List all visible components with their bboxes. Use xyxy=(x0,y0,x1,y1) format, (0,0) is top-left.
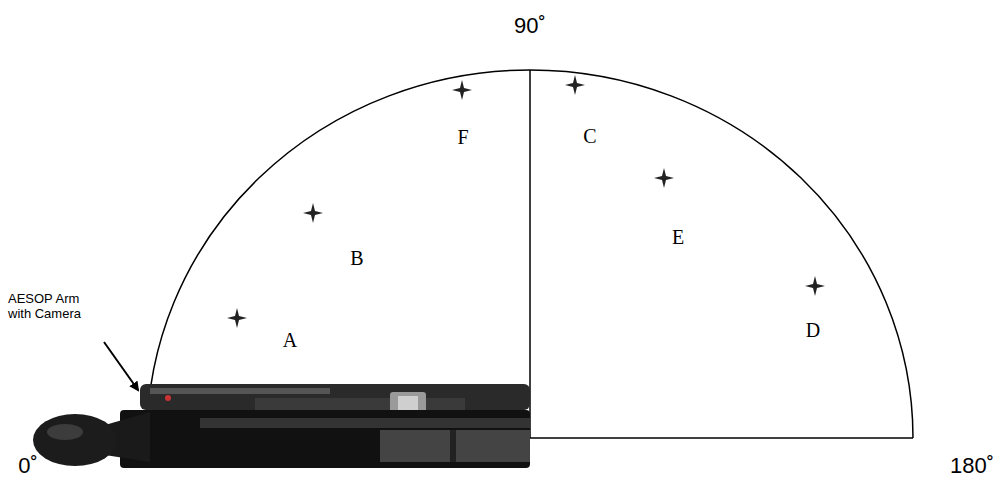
point-label: C xyxy=(583,125,596,148)
star-marker xyxy=(452,80,472,100)
star-marker xyxy=(565,75,585,95)
angle-label: 180˚ xyxy=(950,453,994,478)
target-markers xyxy=(227,75,825,328)
star-marker xyxy=(654,168,674,188)
star-marker xyxy=(805,276,825,296)
base-line xyxy=(530,437,913,439)
angle-label: 0˚ xyxy=(18,453,38,478)
aesop-arm-illustration xyxy=(33,384,530,468)
star-marker xyxy=(227,308,247,328)
angle-label: 90˚ xyxy=(514,13,546,38)
star-marker xyxy=(303,203,323,223)
point-label: E xyxy=(672,226,684,249)
point-label: F xyxy=(457,126,468,149)
point-label: D xyxy=(806,319,820,342)
vertical-axis xyxy=(529,70,531,438)
callout-label: AESOP Arm with Camera xyxy=(8,292,94,322)
semicircle-arc xyxy=(147,70,913,438)
callout-arrow xyxy=(104,342,138,390)
point-label: A xyxy=(283,329,297,352)
point-label: B xyxy=(350,247,363,270)
